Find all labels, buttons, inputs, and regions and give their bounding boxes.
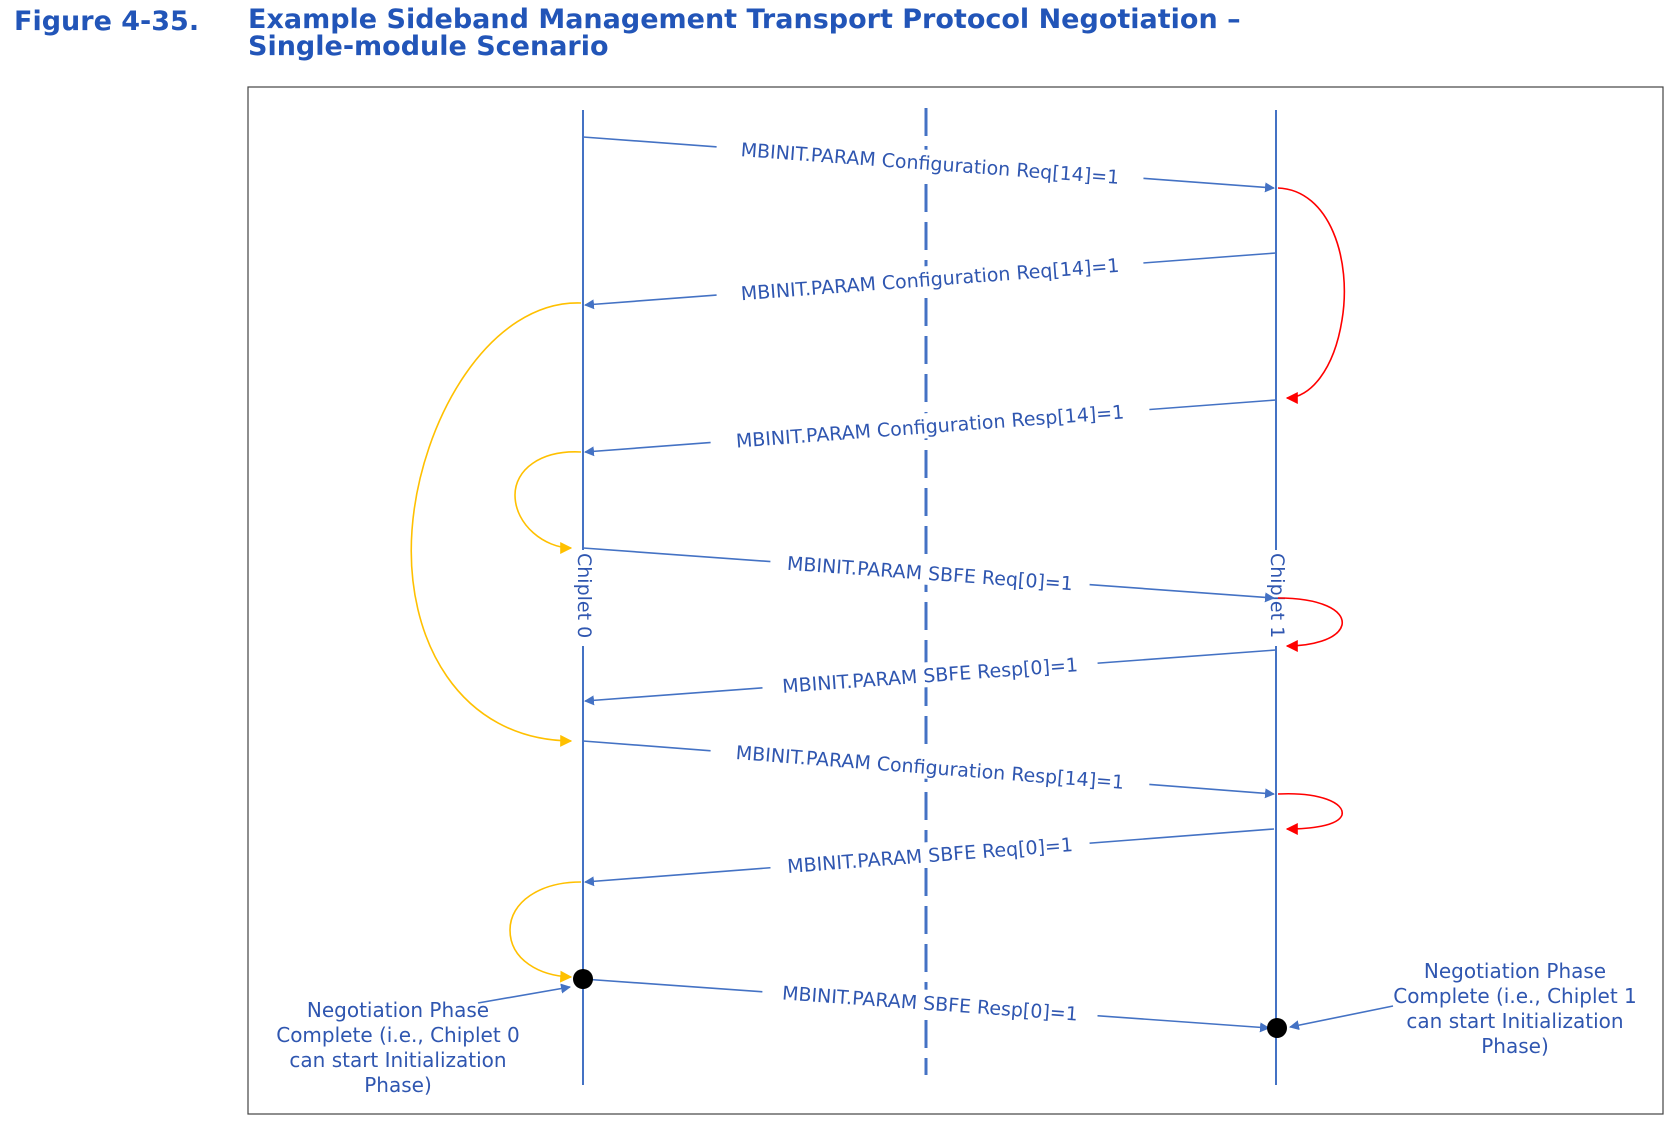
note-left-line-2: Complete (i.e., Chiplet 0: [276, 1023, 520, 1047]
message-label-3: MBINIT.PARAM Configuration Resp[14]=1: [735, 401, 1125, 452]
chiplet-0-complete-dot: [573, 969, 593, 989]
note-right-line-2: Complete (i.e., Chiplet 1: [1393, 984, 1637, 1008]
chiplet-1-complete-dot: [1267, 1018, 1287, 1038]
note-left-line-3: can start Initialization: [289, 1048, 506, 1072]
note-left-line-4: Phase): [364, 1073, 432, 1097]
red-loop-arrow-2: [1277, 597, 1343, 652]
message-label-6: MBINIT.PARAM Configuration Resp[14]=1: [735, 742, 1125, 794]
message-label-5: MBINIT.PARAM SBFE Resp[0]=1: [782, 654, 1079, 698]
red-loop-arrow-1: [1277, 187, 1346, 404]
chiplet-0-label: Chiplet 0: [573, 553, 595, 638]
note-chiplet-1: Negotiation Phase Complete (i.e., Chiple…: [1393, 959, 1637, 1058]
message-label-2: MBINIT.PARAM Configuration Req[14]=1: [740, 255, 1120, 305]
note-right-line-1: Negotiation Phase: [1424, 959, 1606, 983]
message-label-1: MBINIT.PARAM Configuration Req[14]=1: [740, 139, 1120, 189]
chiplet-1-label: Chiplet 1: [1266, 553, 1288, 638]
diagram-frame: [247, 86, 1664, 1115]
message-label-4: MBINIT.PARAM SBFE Req[0]=1: [786, 553, 1073, 595]
note-right-line-4: Phase): [1481, 1034, 1549, 1058]
yellow-loop-arrow-1: [410, 302, 582, 747]
message-label-7: MBINIT.PARAM SBFE Req[0]=1: [786, 834, 1073, 878]
yellow-loop-arrow-3: [509, 881, 582, 983]
note-left-line-1: Negotiation Phase: [307, 998, 489, 1022]
figure-title: Example Sideband Management Transport Pr…: [248, 6, 1241, 60]
note-chiplet-0: Negotiation Phase Complete (i.e., Chiple…: [276, 998, 520, 1097]
red-loop-arrow-3: [1277, 792, 1343, 835]
figure-title-line-2: Single-module Scenario: [248, 31, 609, 62]
note-right-line-3: can start Initialization: [1406, 1009, 1623, 1033]
yellow-loop-arrow-2: [514, 451, 582, 554]
figure-number: Figure 4-35.: [14, 6, 200, 37]
message-label-8: MBINIT.PARAM SBFE Resp[0]=1: [781, 982, 1078, 1025]
note-pointer-left: [477, 983, 571, 1004]
note-pointer-right: [1289, 1005, 1394, 1031]
figure-title-line-1: Example Sideband Management Transport Pr…: [248, 4, 1241, 35]
